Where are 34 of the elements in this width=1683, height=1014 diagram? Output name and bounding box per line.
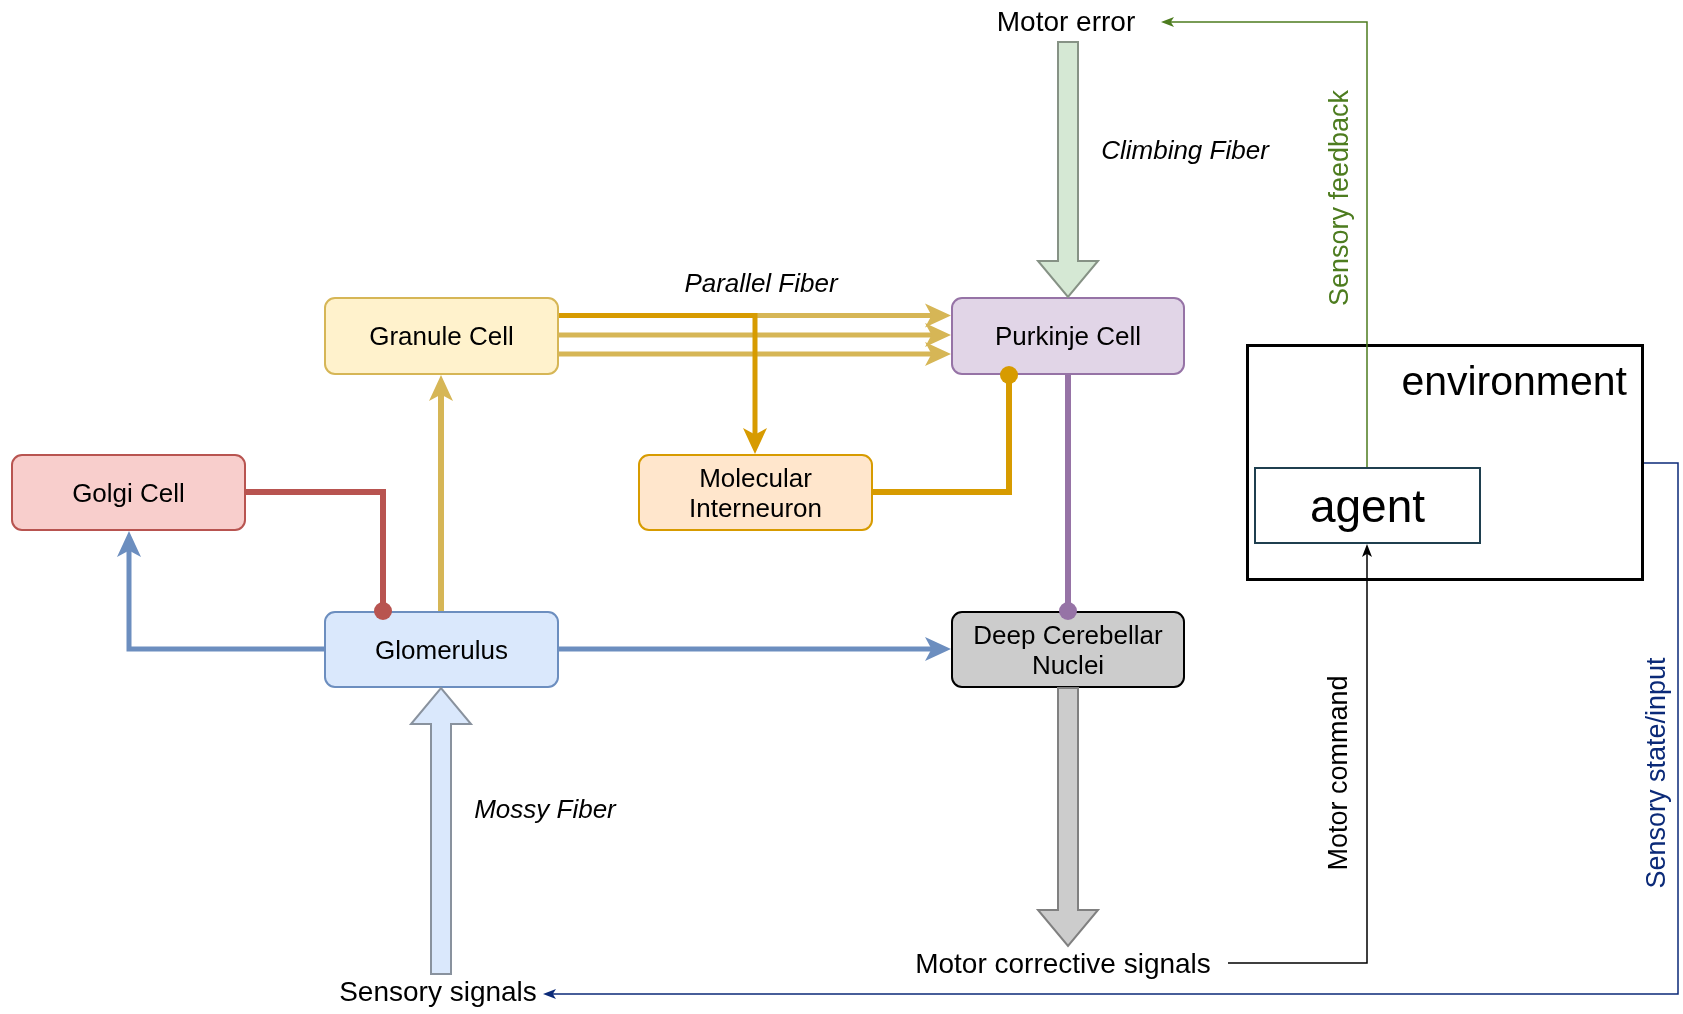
node-label: Purkinje Cell [994, 321, 1142, 351]
signal-label: Sensory signals [333, 974, 543, 1012]
arrow [559, 637, 951, 661]
signal-label: Motor error [971, 4, 1161, 42]
node-label: Molecular Interneuron [688, 462, 823, 523]
process-box [324, 611, 559, 688]
block-arrow [408, 686, 474, 975]
block-arrow [1035, 41, 1101, 299]
process-box [324, 297, 559, 375]
arrow [429, 375, 453, 611]
node-label: agent [1309, 478, 1426, 533]
node-label: environment [1401, 357, 1627, 405]
arrow [117, 531, 324, 652]
edge-label: Sensory feedback [1324, 88, 1354, 309]
connector-arrow [1161, 17, 1368, 468]
process-box [11, 454, 246, 531]
arrow [559, 323, 951, 347]
node-label: Golgi Cell [71, 477, 186, 508]
connector-arrow [1227, 544, 1372, 964]
node-label: Glomerulus [374, 634, 509, 665]
connector-arrow [543, 462, 1679, 999]
arrow [559, 313, 767, 454]
edge-label: Sensory state/input [1641, 656, 1671, 891]
edge-label: Motor command [1323, 674, 1353, 873]
process-box [638, 454, 873, 531]
node-label: Deep Cerebellar Nuclei [972, 619, 1164, 680]
environment-box [1246, 344, 1644, 581]
agent-box [1254, 467, 1481, 544]
signal-label: Motor corrective signals [898, 946, 1228, 984]
block-arrow [1035, 687, 1101, 948]
process-box [951, 611, 1185, 688]
arrow [559, 342, 951, 366]
node-label: Granule Cell [368, 321, 515, 351]
process-box [951, 297, 1185, 375]
